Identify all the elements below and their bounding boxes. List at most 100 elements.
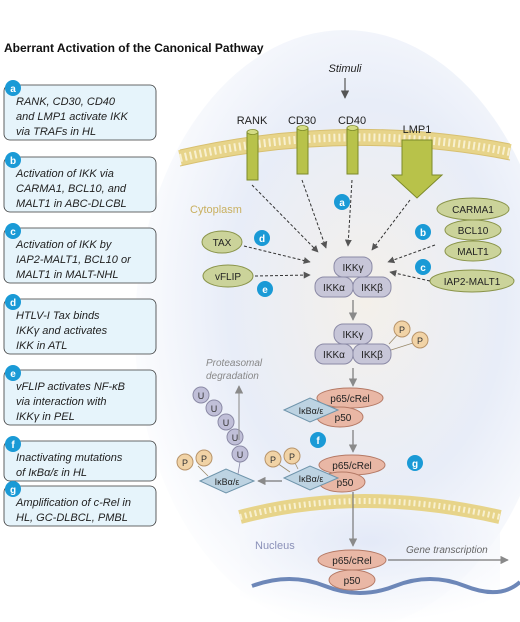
receptor-cd30: CD30 [288, 115, 316, 175]
marker-f: f [310, 432, 326, 448]
marker-c: c [415, 259, 431, 275]
svg-text:d: d [259, 234, 265, 245]
svg-text:c: c [420, 263, 426, 274]
legend-letter: e [10, 369, 16, 380]
iap2-arrow [389, 269, 431, 282]
diagram-title: Aberrant Activation of the Canonical Pat… [4, 41, 264, 55]
legend-box [3, 369, 157, 426]
svg-text:p50: p50 [344, 576, 361, 587]
svg-text:p50: p50 [337, 478, 354, 489]
svg-text:U: U [232, 433, 239, 443]
legend-letter: b [10, 156, 16, 167]
legend-text-line: IAP2-MALT1, BCL10 or [16, 254, 132, 266]
svg-text:IKKβ: IKKβ [361, 283, 383, 294]
svg-text:MALT1: MALT1 [457, 247, 489, 258]
legend-text-line: MALT1 in ABC-DLCBL [16, 198, 127, 210]
svg-text:p50: p50 [335, 413, 352, 424]
svg-text:P: P [417, 336, 423, 346]
svg-text:p65/cRel: p65/cRel [330, 394, 369, 405]
vflip-arrow [254, 271, 311, 279]
legend-text-line: Activation of IKK by [15, 239, 113, 251]
gene-transcription-label: Gene transcription [406, 545, 488, 556]
svg-text:TAX: TAX [213, 238, 232, 249]
svg-text:vFLIP: vFLIP [215, 272, 241, 283]
svg-text:BCL10: BCL10 [458, 226, 489, 237]
legend-text-line: Activation of IKK via [15, 168, 114, 180]
receptor-arrows [251, 179, 411, 253]
legend-marker [5, 294, 21, 310]
svg-text:P: P [270, 455, 276, 465]
legend-marker [5, 436, 21, 452]
adaptor-malt1: MALT1 [444, 240, 502, 262]
svg-text:CD30: CD30 [288, 115, 316, 127]
svg-text:P: P [399, 325, 405, 335]
tax-arrow [243, 245, 311, 264]
svg-text:LMP1: LMP1 [403, 124, 432, 136]
marker-a: a [334, 194, 350, 210]
legend-text-line: MALT1 in MALT-NHL [16, 269, 119, 281]
svg-text:p65/cRel: p65/cRel [332, 556, 371, 567]
legend-box [3, 227, 157, 284]
adaptor-carma1: CARMA1 [436, 197, 510, 221]
svg-text:g: g [412, 459, 418, 470]
legend-text-line: CARMA1, BCL10, and [16, 183, 127, 195]
svg-text:U: U [211, 404, 218, 414]
receptor-lmp1: LMP1 [390, 124, 444, 199]
legend-text-line: Inactivating mutations [16, 452, 123, 464]
legend-marker [5, 152, 21, 168]
svg-text:p65/cRel: p65/cRel [332, 461, 371, 472]
receptor-cd40: CD40 [338, 115, 366, 175]
ikk-complex-active: IKKγ IKKα IKKβ P P [314, 320, 429, 365]
legend-marker [5, 223, 21, 239]
legend-text-line: via TRAFs in HL [16, 126, 96, 138]
svg-text:RANK: RANK [237, 115, 268, 127]
viral-vflip: vFLIP [202, 264, 254, 288]
adaptor-iap2-malt1: IAP2-MALT1 [429, 269, 515, 293]
carma-arrow [387, 244, 436, 264]
svg-text:e: e [262, 285, 268, 296]
legend-marker [5, 481, 21, 497]
legend-letter: f [11, 440, 15, 451]
legend-box [3, 84, 157, 141]
viral-tax: TAX [201, 230, 243, 254]
legend-text-line: and LMP1 activate IKK [16, 111, 129, 123]
svg-text:P: P [182, 458, 188, 468]
nfkb-ikb-complex: p65/cRel p50 IκBα/ε [282, 387, 384, 428]
legend-text-line: IKK in ATL [16, 340, 67, 352]
svg-text:U: U [223, 418, 230, 428]
legend-box [3, 485, 157, 527]
cell-membrane [178, 128, 512, 167]
svg-text:b: b [420, 228, 426, 239]
svg-text:P: P [289, 452, 295, 462]
proteasomal-label-2: degradation [206, 371, 259, 382]
nucleus-label: Nucleus [255, 540, 295, 552]
adaptor-bcl10: BCL10 [444, 219, 502, 241]
svg-text:IAP2-MALT1: IAP2-MALT1 [444, 277, 501, 288]
svg-text:IκBα/ε: IκBα/ε [299, 474, 324, 484]
svg-text:f: f [316, 436, 320, 447]
svg-text:P: P [201, 454, 207, 464]
svg-text:IKKβ: IKKβ [361, 350, 383, 361]
ikk-complex-inactive: IKKγ IKKα IKKβ [314, 256, 392, 298]
legend-text-line: HTLV-I Tax binds [16, 310, 100, 322]
legend-box [3, 440, 157, 482]
marker-e: e [257, 281, 273, 297]
legend-box [3, 298, 157, 355]
phospho-nfkb-ikb-complex: p65/cRel p50 IκBα/ε P P [264, 447, 386, 493]
legend-text-line: via interaction with [16, 396, 107, 408]
svg-text:IKKα: IKKα [323, 350, 345, 361]
cytoplasm-label: Cytoplasm [190, 204, 242, 216]
svg-text:U: U [198, 391, 205, 401]
legend-letter: g [10, 485, 16, 496]
stimuli-label: Stimuli [328, 63, 362, 75]
legend-text-line: RANK, CD30, CD40 [16, 96, 116, 108]
legend-text-line: IKKγ and activates [16, 325, 108, 337]
dna-strand [251, 577, 520, 595]
